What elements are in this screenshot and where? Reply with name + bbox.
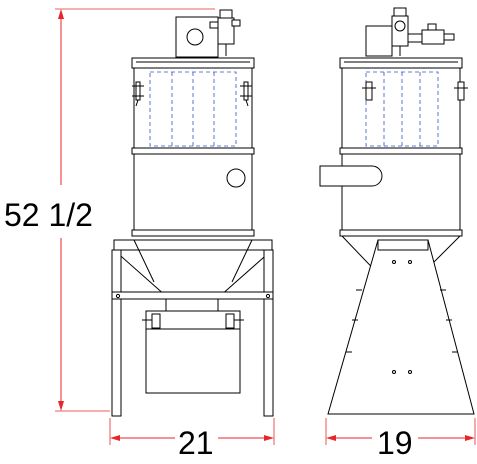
side-lid-clamp-left-icon <box>362 81 376 101</box>
side-bottom-band <box>339 229 463 237</box>
front-lid-clamp-left-icon <box>132 81 144 107</box>
side-width-dimension <box>325 418 476 445</box>
side-width-label: 19 <box>377 425 413 461</box>
front-width-dimension <box>109 418 275 445</box>
front-discharge-neck <box>165 298 219 312</box>
front-blower-port <box>186 28 204 46</box>
side-view <box>319 7 475 415</box>
side-base <box>327 239 475 415</box>
side-lid <box>339 57 463 69</box>
front-leg-left <box>111 249 122 417</box>
side-filter-hidden-lines <box>365 71 439 147</box>
height-dimension <box>55 8 215 412</box>
front-air-regulator-icon <box>209 9 241 56</box>
front-lid <box>131 57 255 69</box>
side-mid-band <box>339 147 463 155</box>
side-air-valve-icon <box>421 23 455 45</box>
front-crossbar <box>111 291 274 300</box>
side-lower-canister <box>341 153 461 231</box>
front-mid-band <box>131 147 255 155</box>
front-lower-canister <box>133 153 253 231</box>
front-leg-right <box>263 249 274 417</box>
height-label: 52 1/2 <box>4 197 93 233</box>
front-receiver-container <box>145 328 241 394</box>
side-blower-box <box>365 25 393 57</box>
side-lid-clamp-right-icon <box>454 81 468 101</box>
front-view <box>111 9 274 417</box>
side-air-regulator-icon <box>391 7 423 56</box>
front-filter-hidden-lines <box>149 71 237 147</box>
front-bottom-band <box>131 229 255 237</box>
front-width-label: 21 <box>178 425 214 461</box>
front-inlet-port <box>226 168 246 188</box>
side-upper-canister <box>341 67 461 149</box>
side-inlet-tube <box>319 165 383 187</box>
front-lid-clamp-right-icon <box>240 81 252 107</box>
